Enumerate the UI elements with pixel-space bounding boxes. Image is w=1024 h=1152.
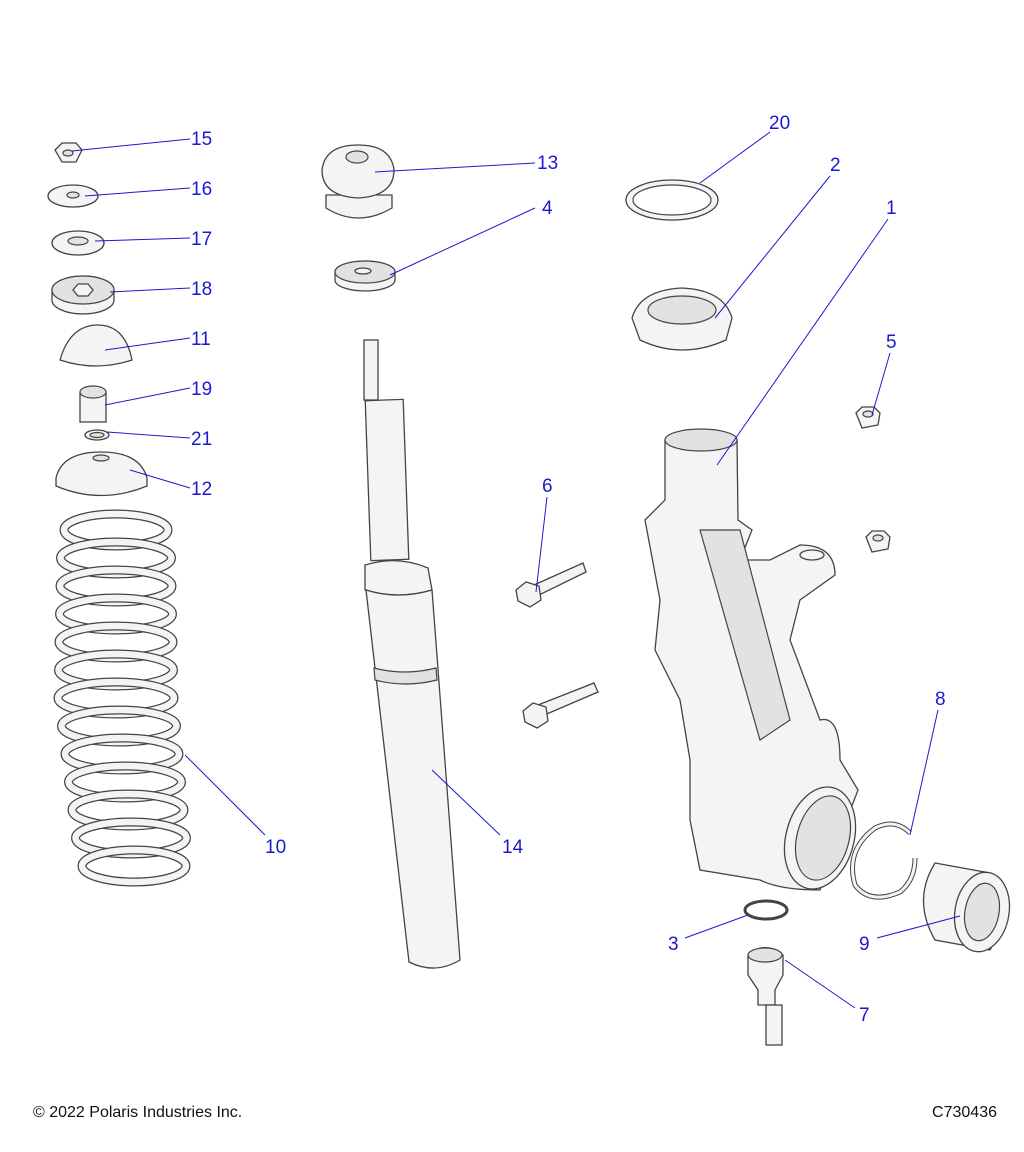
part-18-bearing [51, 275, 115, 315]
callout-4: 4 [542, 198, 553, 219]
callout-6: 6 [542, 476, 553, 497]
callout-17: 17 [191, 229, 212, 250]
callout-19: 19 [191, 379, 212, 400]
part-4-washer [334, 260, 396, 292]
callout-13: 13 [537, 153, 558, 174]
part-1-knuckle [644, 428, 859, 891]
part-5-nut-upper [855, 406, 881, 429]
part-5-nut-lower [865, 530, 891, 553]
callouts: 15 16 17 18 11 19 21 12 10 13 4 14 6 20 … [191, 113, 946, 1026]
callout-3: 3 [668, 934, 679, 955]
part-16-washer [47, 184, 99, 208]
part-19-spacer [79, 385, 107, 423]
part-14-shock [363, 339, 461, 969]
leader-lines [71, 131, 961, 1009]
part-15-nut [54, 142, 83, 163]
callout-8: 8 [935, 689, 946, 710]
part-10-spring [53, 509, 191, 887]
spring-coil [78, 846, 190, 886]
part-20-ring [625, 179, 719, 221]
callout-18: 18 [191, 279, 212, 300]
part-13-bumper [321, 144, 395, 219]
callout-16: 16 [191, 179, 212, 200]
callout-12: 12 [191, 479, 212, 500]
part-3-circlip [743, 899, 789, 921]
callout-15: 15 [191, 129, 212, 150]
callout-10: 10 [265, 837, 286, 858]
part-9-bearing [922, 862, 1011, 953]
callout-5: 5 [886, 332, 897, 353]
callout-1: 1 [886, 198, 897, 219]
part-6-bolt-upper [515, 562, 587, 608]
part-11-cone [59, 324, 133, 367]
part-21-oring [84, 429, 110, 441]
callout-20: 20 [769, 113, 790, 134]
callout-7: 7 [859, 1005, 870, 1026]
callout-21: 21 [191, 429, 212, 450]
callout-9: 9 [859, 934, 870, 955]
callout-14: 14 [502, 837, 524, 858]
callout-2: 2 [830, 155, 841, 176]
copyright-text: © 2022 Polaris Industries Inc. [33, 1104, 243, 1121]
part-12-cup [55, 451, 148, 497]
part-2-mount [631, 287, 733, 351]
part-7-ball-joint [747, 946, 784, 1046]
part-6-bolt-lower [522, 682, 599, 729]
drawing-id: C730436 [932, 1104, 997, 1121]
callout-11: 11 [191, 329, 211, 350]
part-17-washer [51, 230, 105, 256]
part-8-snap-ring [850, 821, 918, 900]
